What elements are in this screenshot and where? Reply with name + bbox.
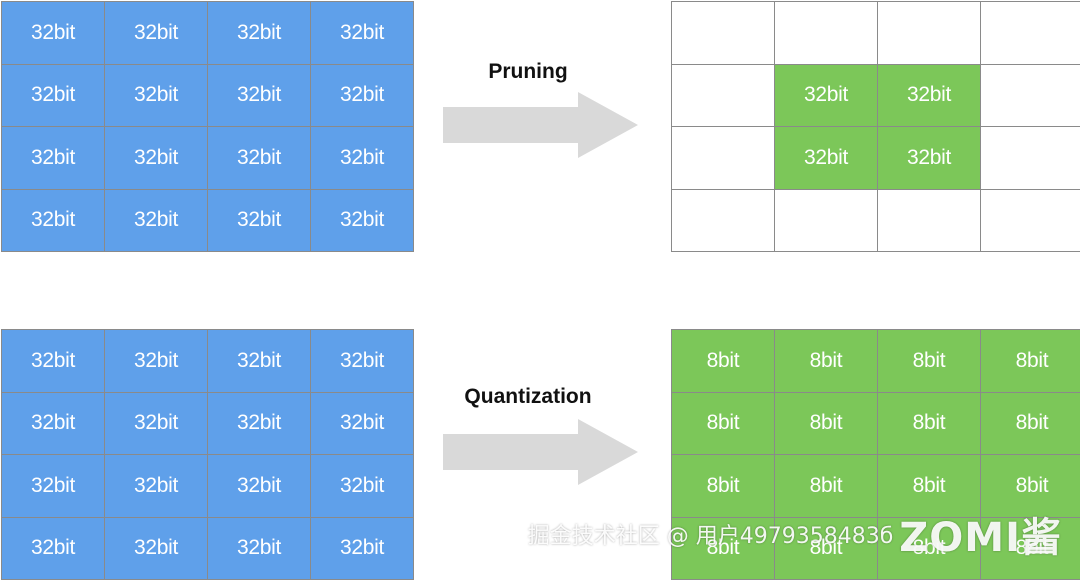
matrix-cell-32bit: 32bit — [311, 330, 413, 392]
matrix-cell-32bit: 32bit — [208, 189, 310, 251]
matrix-cell-32bit: 32bit — [2, 2, 104, 64]
matrix-cell-empty — [672, 2, 774, 64]
matrix-cell-32bit: 32bit — [775, 64, 877, 126]
matrix-cell-empty — [775, 189, 877, 251]
matrix-cell-32bit: 32bit — [311, 455, 413, 517]
matrix-cell-8bit: 8bit — [775, 330, 877, 392]
matrix-cell-32bit: 32bit — [105, 64, 207, 126]
matrix-cell-8bit: 8bit — [672, 330, 774, 392]
matrix-cell-32bit: 32bit — [311, 517, 413, 579]
matrix-cell-8bit: 8bit — [878, 517, 980, 579]
matrix-cell-8bit: 8bit — [981, 330, 1080, 392]
matrix-cell-32bit: 32bit — [2, 392, 104, 454]
matrix-cell-32bit: 32bit — [2, 330, 104, 392]
matrix-cell-32bit: 32bit — [2, 127, 104, 189]
matrix-cell-empty — [672, 127, 774, 189]
matrix-cell-8bit: 8bit — [981, 392, 1080, 454]
matrix-cell-32bit: 32bit — [105, 392, 207, 454]
matrix-cell-8bit: 8bit — [775, 517, 877, 579]
matrix-cell-32bit: 32bit — [105, 189, 207, 251]
matrix-cell-32bit: 32bit — [105, 330, 207, 392]
matrix-cell-empty — [981, 189, 1080, 251]
matrix-cell-32bit: 32bit — [105, 2, 207, 64]
matrix-cell-empty — [981, 127, 1080, 189]
watermark-text: 掘金技术社区 @ 用户4979358483б — [527, 524, 894, 549]
matrix-cell-32bit: 32bit — [208, 455, 310, 517]
matrix-cell-32bit: 32bit — [311, 189, 413, 251]
matrix-cell-32bit: 32bit — [311, 64, 413, 126]
matrix-cell-32bit: 32bit — [311, 392, 413, 454]
quantization-arrow-icon — [443, 419, 638, 485]
matrix-cell-32bit: 32bit — [105, 517, 207, 579]
matrix-cell-8bit: 8bit — [672, 392, 774, 454]
matrix-cell-empty — [672, 64, 774, 126]
matrix-cell-32bit: 32bit — [775, 127, 877, 189]
matrix-cell-32bit: 32bit — [105, 455, 207, 517]
matrix-cell-32bit: 32bit — [2, 455, 104, 517]
matrix-cell-8bit: 8bit — [878, 455, 980, 517]
matrix-cell-8bit: 8bit — [878, 392, 980, 454]
matrix-cell-32bit: 32bit — [311, 127, 413, 189]
matrix-cell-8bit: 8bit — [981, 517, 1080, 579]
matrix-cell-empty — [878, 189, 980, 251]
matrix-cell-32bit: 32bit — [878, 127, 980, 189]
matrix-cell-empty — [672, 189, 774, 251]
quantization-label: Quantization — [464, 385, 592, 408]
matrix-cell-32bit: 32bit — [208, 2, 310, 64]
matrix-cell-32bit: 32bit — [105, 127, 207, 189]
matrix-cell-32bit: 32bit — [878, 64, 980, 126]
matrix-cell-8bit: 8bit — [672, 517, 774, 579]
pruning-label: Pruning — [488, 60, 568, 83]
matrix-cell-8bit: 8bit — [775, 455, 877, 517]
watermark-logo: ZOMI酱 — [899, 515, 1062, 561]
matrix-cell-32bit: 32bit — [208, 330, 310, 392]
matrix-cell-empty — [981, 64, 1080, 126]
matrix-cell-8bit: 8bit — [775, 392, 877, 454]
matrix-cell-8bit: 8bit — [981, 455, 1080, 517]
matrix-cell-32bit: 32bit — [2, 189, 104, 251]
watermark: 掘金技术社区 @ 用户4979358483б ZOMI酱 — [528, 505, 1062, 563]
matrix-cell-empty — [775, 2, 877, 64]
matrix-cell-32bit: 32bit — [208, 517, 310, 579]
matrix-cell-empty — [981, 2, 1080, 64]
matrix-cell-32bit: 32bit — [208, 64, 310, 126]
matrix-cell-8bit: 8bit — [878, 330, 980, 392]
matrix-cell-32bit: 32bit — [208, 392, 310, 454]
pruning-arrow-icon — [443, 92, 638, 158]
matrix-cell-32bit: 32bit — [2, 64, 104, 126]
matrix-cell-8bit: 8bit — [672, 455, 774, 517]
matrix-cell-32bit: 32bit — [2, 517, 104, 579]
matrix-cell-32bit: 32bit — [311, 2, 413, 64]
matrix-cell-empty — [878, 2, 980, 64]
matrix-cell-32bit: 32bit — [208, 127, 310, 189]
